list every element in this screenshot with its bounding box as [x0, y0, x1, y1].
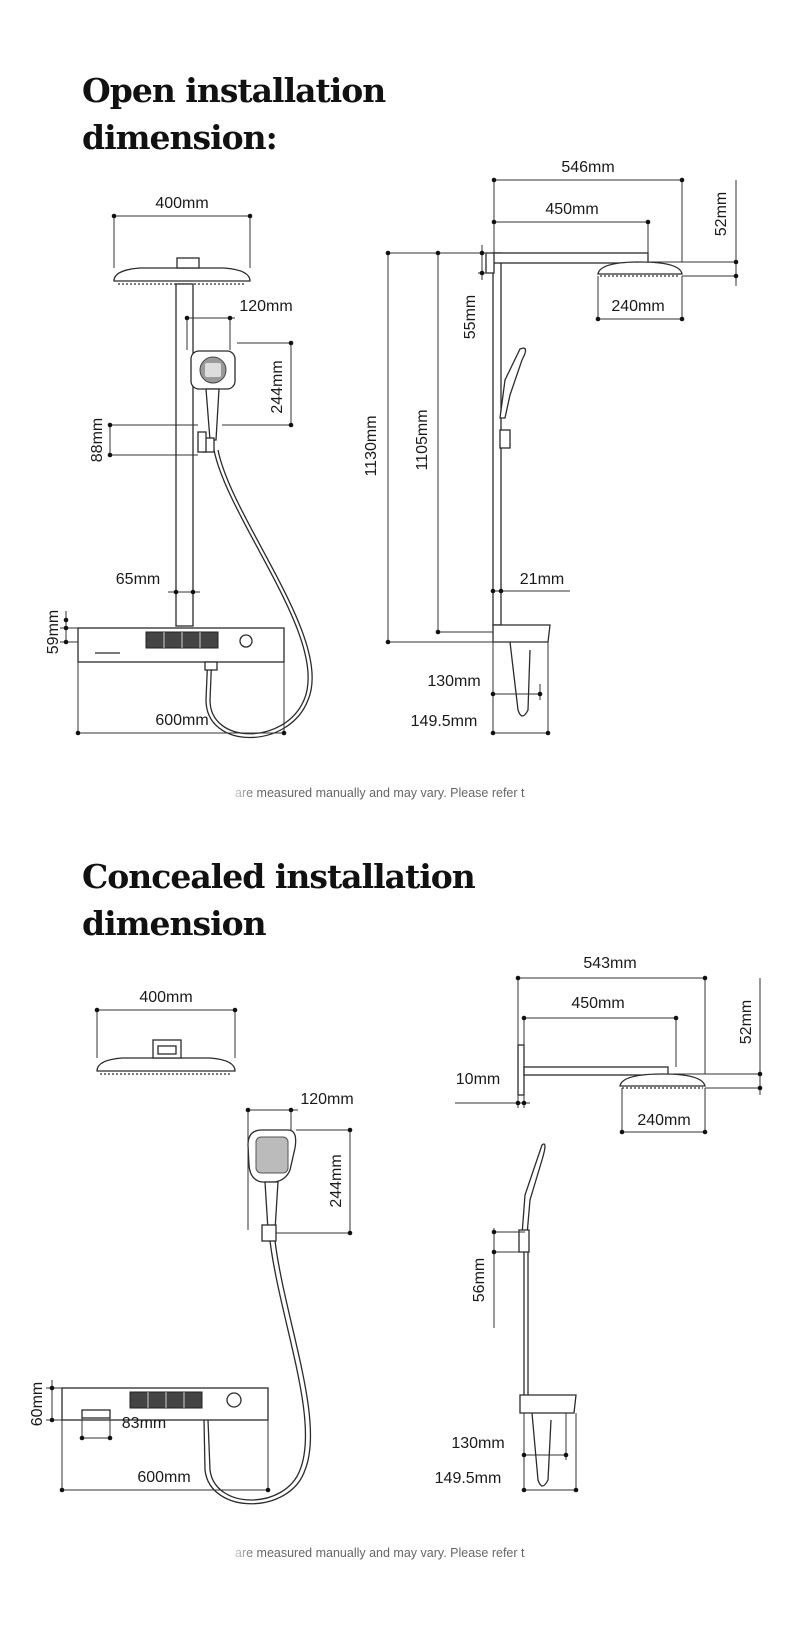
open-front-mixer-shelf	[77, 627, 285, 671]
concealed-side-mixer-shelf	[519, 1394, 577, 1487]
concealed-dim-400: 400mm	[139, 989, 192, 1006]
concealed-dim-600: 600mm	[137, 1469, 190, 1486]
concealed-side-overhead-shower	[619, 1073, 706, 1089]
open-measurement-note: are measured manually and may vary. Plea…	[235, 786, 525, 800]
open-side-overhead-shower	[597, 261, 683, 277]
concealed-measurement-note: are measured manually and may vary. Plea…	[235, 1546, 525, 1560]
concealed-front-mixer-shelf	[61, 1387, 269, 1421]
concealed-front-view	[61, 1039, 312, 1505]
concealed-title-line2: dimension	[82, 904, 267, 943]
open-side-hand-shower	[499, 347, 527, 449]
concealed-title-line1: Concealed installation	[82, 857, 476, 896]
concealed-dim-120: 120mm	[300, 1091, 353, 1108]
concealed-dim-244: 244mm	[328, 1154, 345, 1207]
open-installation-title: Open installation dimension:	[82, 67, 386, 161]
open-dim-130: 130mm	[427, 673, 480, 690]
open-front-slide-holder	[197, 431, 207, 453]
open-side-view	[485, 252, 683, 717]
concealed-front-overhead-shower	[96, 1039, 236, 1075]
concealed-dim-52: 52mm	[738, 1000, 755, 1044]
concealed-dim-149-5: 149.5mm	[435, 1470, 502, 1487]
open-title-line2: dimension:	[82, 118, 278, 157]
concealed-installation-title: Concealed installation dimension	[82, 853, 476, 947]
open-dim-400: 400mm	[155, 195, 208, 212]
open-front-hand-shower	[190, 350, 313, 739]
concealed-side-view	[517, 1044, 706, 1487]
open-dim-59: 59mm	[45, 610, 62, 654]
open-dim-240: 240mm	[611, 298, 664, 315]
concealed-side-shower-arm	[523, 1066, 669, 1076]
open-front-dimension-lines	[60, 213, 294, 736]
concealed-dim-10: 10mm	[456, 1071, 500, 1088]
concealed-side-hand-shower	[518, 1143, 546, 1395]
open-dim-52: 52mm	[713, 192, 730, 236]
open-dim-546: 546mm	[561, 159, 614, 176]
concealed-dim-240: 240mm	[637, 1112, 690, 1129]
open-side-dimension-lines	[385, 177, 739, 736]
open-dim-450: 450mm	[545, 201, 598, 218]
open-side-mixer-shelf	[492, 624, 551, 717]
concealed-side-wall-plate	[517, 1044, 525, 1096]
open-side-shower-arm	[492, 252, 649, 264]
concealed-front-dimension-lines	[46, 1007, 353, 1493]
concealed-dim-543: 543mm	[583, 955, 636, 972]
concealed-dimension-labels: 543mm 400mm 450mm 10mm 240mm 120mm 83mm …	[29, 955, 755, 1487]
open-dimension-labels: 546mm 400mm 450mm 120mm 240mm 65mm 21mm …	[45, 159, 730, 730]
open-dim-1130: 1130mm	[363, 415, 380, 476]
open-dim-21: 21mm	[520, 571, 564, 588]
open-dim-65: 65mm	[116, 571, 160, 588]
concealed-side-dimension-lines	[455, 975, 763, 1493]
concealed-dim-130: 130mm	[451, 1435, 504, 1452]
concealed-dim-450: 450mm	[571, 995, 624, 1012]
concealed-dim-56: 56mm	[471, 1258, 488, 1302]
open-dim-600: 600mm	[155, 712, 208, 729]
open-dim-1105: 1105mm	[414, 409, 431, 470]
concealed-dim-60: 60mm	[29, 1382, 46, 1426]
open-dim-55: 55mm	[462, 295, 479, 339]
open-dim-149-5: 149.5mm	[411, 713, 478, 730]
open-front-overhead-shower	[113, 257, 251, 285]
open-title-line1: Open installation	[82, 71, 386, 110]
concealed-front-hand-shower	[203, 1129, 312, 1505]
open-dim-120: 120mm	[239, 298, 292, 315]
open-front-view	[77, 257, 313, 739]
concealed-dim-83: 83mm	[122, 1415, 166, 1432]
open-dim-88: 88mm	[89, 418, 106, 462]
open-dim-244: 244mm	[269, 360, 286, 413]
